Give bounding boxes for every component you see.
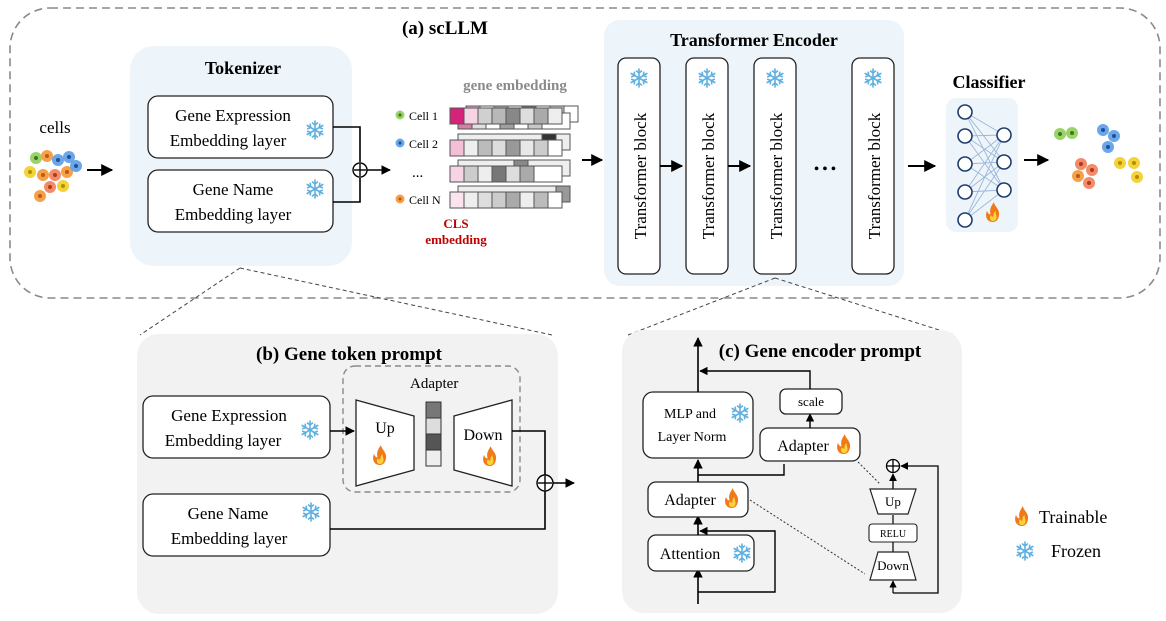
snowflake-icon [1016,541,1034,561]
down-label: Down [463,427,502,444]
scale-output [699,366,811,389]
adapter-skip [893,462,939,594]
up-projection [355,399,415,487]
zoom-line [627,277,776,336]
relu-label: RELU [880,529,907,540]
classified-cells-icon [1054,124,1143,189]
adapter-label: Adapter [410,376,458,392]
gene-embedding-title: gene embedding [463,78,567,94]
embedding-stack [449,105,579,209]
prompt-expr-box [142,395,331,459]
cells-label: cells [39,118,70,137]
legend-trainable: Trainable [1039,507,1107,527]
classifier-nodes [957,104,1012,228]
scale-label: scale [798,394,824,409]
cls-label: CLS [443,216,468,231]
down-block-label: Down [877,558,909,573]
zoom-line [774,277,956,336]
detail-zoom-line [857,461,881,485]
adapter-connector [512,430,546,475]
tokenizer-name-line1: Gene Name [193,180,274,199]
adapter-upper-label: Adapter [777,438,829,455]
transformer-block-2: Transformer block [685,57,729,275]
prompt-name-line1: Gene Name [188,504,269,523]
mlp-line1: MLP and [664,407,716,422]
mlp-line2: Layer Norm [658,430,727,445]
up-block [869,488,917,515]
scllm-title: (a) scLLM [402,18,488,39]
tokenizer-expr-line1: Gene Expression [175,106,291,125]
transformer-block-label: Transformer block [699,112,718,239]
up-block-label: Up [885,494,901,509]
tokenizer-name-box [147,169,334,233]
tokenizer-connector [333,126,361,162]
down-block [869,551,917,581]
adapter-frame [342,365,521,493]
transformer-block-3: Transformer block [753,57,797,275]
mlp-residual [698,464,785,476]
fire-icon [1015,506,1029,526]
adapter-lower-label: Adapter [664,492,716,509]
encoder-title: Transformer Encoder [670,30,838,50]
encoder-ellipsis: • • • [814,162,836,177]
detail-zoom-line [749,499,866,575]
cell-n-label: Cell N [409,193,441,207]
bottleneck-vector [425,401,442,467]
gene-encoder-prompt-title: (c) Gene encoder prompt [719,341,922,362]
mlp-box [642,391,754,459]
prompt-name-line2: Embedding layer [171,529,288,548]
legend-frozen: Frozen [1051,541,1101,561]
prompt-expr-line1: Gene Expression [171,406,287,425]
cells-cluster-icon [24,150,82,202]
tokenizer-name-line2: Embedding layer [175,205,292,224]
attention-label: Attention [660,546,720,563]
cell-1-label: Cell 1 [409,109,438,123]
down-projection [453,399,513,487]
up-label: Up [375,420,395,437]
cell-ellipsis: ... [412,165,423,181]
cell-2-label: Cell 2 [409,137,438,151]
tokenizer-connector [333,178,361,203]
scllm-frame [9,7,1161,299]
tokenizer-expr-line2: Embedding layer [170,131,287,150]
transformer-block-1: Transformer block [617,57,661,275]
transformer-block-label: Transformer block [631,112,650,239]
transformer-block-n: Transformer block [851,57,895,275]
cls-embedding-label: embedding [425,232,487,247]
name-connector [330,491,546,530]
tokenizer-title: Tokenizer [205,58,281,78]
prompt-name-box [142,493,331,557]
prompt-expr-line2: Embedding layer [165,431,282,450]
transformer-block-label: Transformer block [767,112,786,239]
transformer-block-label: Transformer block [865,112,884,239]
zoom-line [239,267,553,336]
scale-box [779,388,843,415]
classifier-title: Classifier [953,72,1026,92]
zoom-line [139,267,241,336]
attention-residual [698,526,776,593]
gene-token-prompt-title: (b) Gene token prompt [256,344,443,365]
